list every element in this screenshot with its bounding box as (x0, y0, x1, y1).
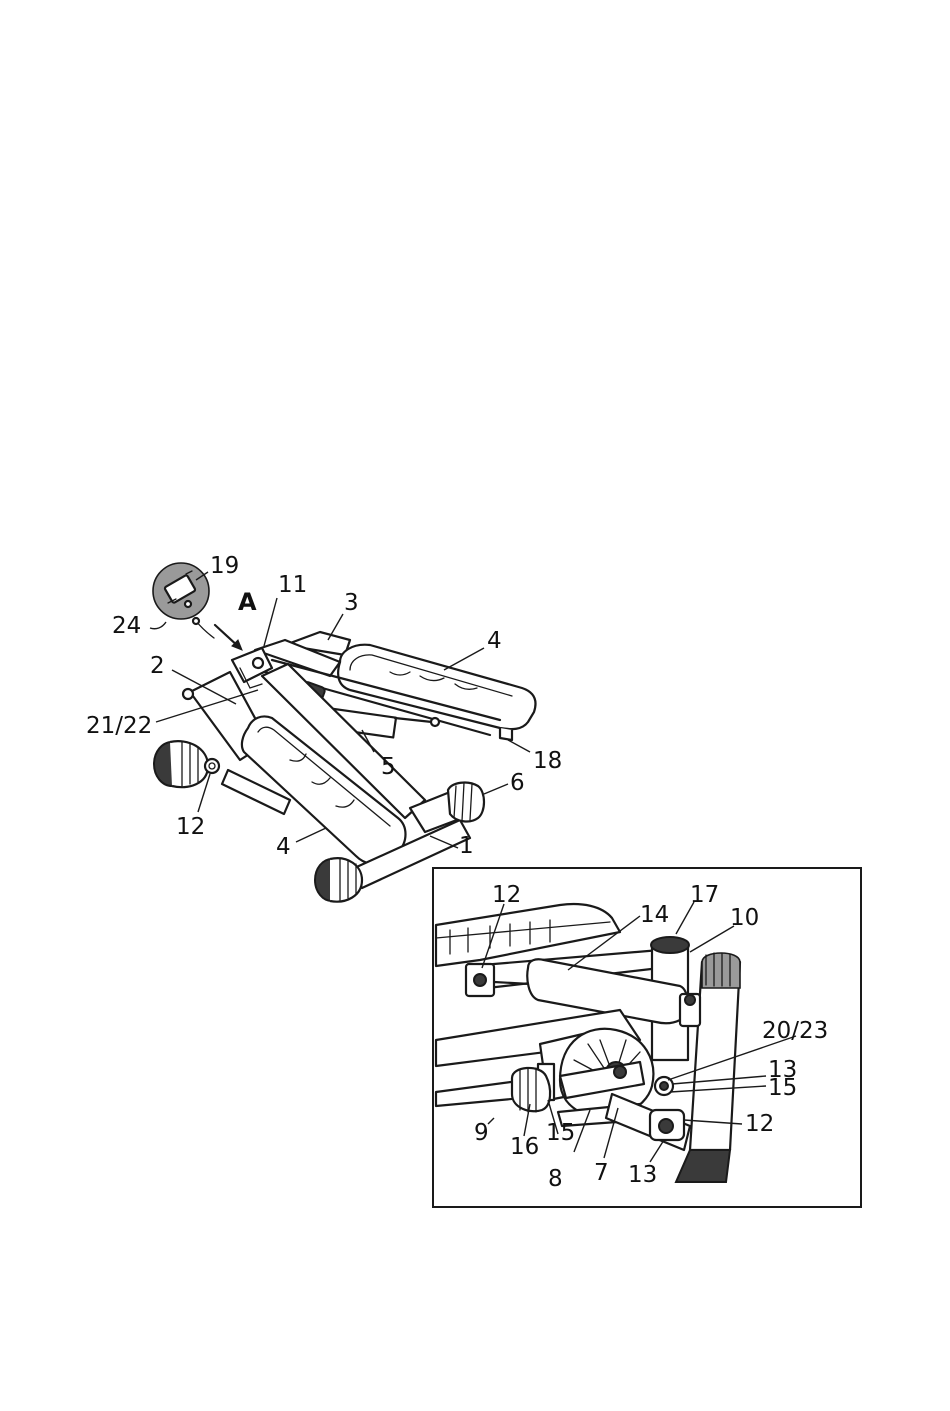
detail-callout-7: 7 (594, 1160, 609, 1186)
front-foot-cap (315, 858, 362, 902)
detail-callout-15-left: 15 (546, 1120, 575, 1146)
computer-counter-icon (153, 563, 209, 619)
callout-21-22: 21/22 (86, 713, 152, 739)
callout-1: 1 (459, 833, 474, 859)
callout-3: 3 (344, 590, 359, 616)
detail-callout-9: 9 (474, 1120, 489, 1146)
callout-19: 19 (210, 553, 239, 579)
callout-4-bottom: 4 (276, 834, 291, 860)
arrow-a-icon (215, 625, 242, 650)
detail-foot-cap-9 (512, 1068, 550, 1112)
detail-callout-20-23: 20/23 (762, 1018, 828, 1044)
detail-callout-16: 16 (510, 1134, 539, 1160)
detail-callout-10: 10 (730, 905, 759, 931)
callout-4-top: 4 (487, 628, 502, 654)
detail-callout-15-right: 15 (768, 1075, 797, 1101)
callout-18: 18 (533, 748, 562, 774)
pivot-block (232, 648, 272, 688)
detail-callout-17: 17 (690, 882, 719, 908)
detail-callout-8: 8 (548, 1166, 563, 1192)
detail-inset: 12 17 14 10 20/23 13 15 12 9 16 15 8 7 1… (433, 868, 861, 1207)
callout-6: 6 (510, 770, 525, 796)
detail-callout-14: 14 (640, 902, 669, 928)
left-bolt-12 (205, 759, 219, 773)
right-foot-cap (448, 783, 484, 822)
left-foot-cap (154, 741, 208, 787)
callout-2: 2 (150, 653, 165, 679)
callout-5: 5 (381, 754, 396, 780)
detail-callout-13-bottom: 13 (628, 1162, 657, 1188)
cable-plug (193, 618, 199, 624)
detail-callout-12-right: 12 (745, 1111, 774, 1137)
callout-11: 11 (278, 572, 307, 598)
callout-24: 24 (112, 613, 141, 639)
callout-a: A (238, 588, 257, 616)
callout-12: 12 (176, 814, 205, 840)
detail-callout-12-top: 12 (492, 882, 521, 908)
stepper-main-view: 19 24 A 11 3 4 2 21/22 5 18 6 12 4 1 (86, 553, 562, 902)
